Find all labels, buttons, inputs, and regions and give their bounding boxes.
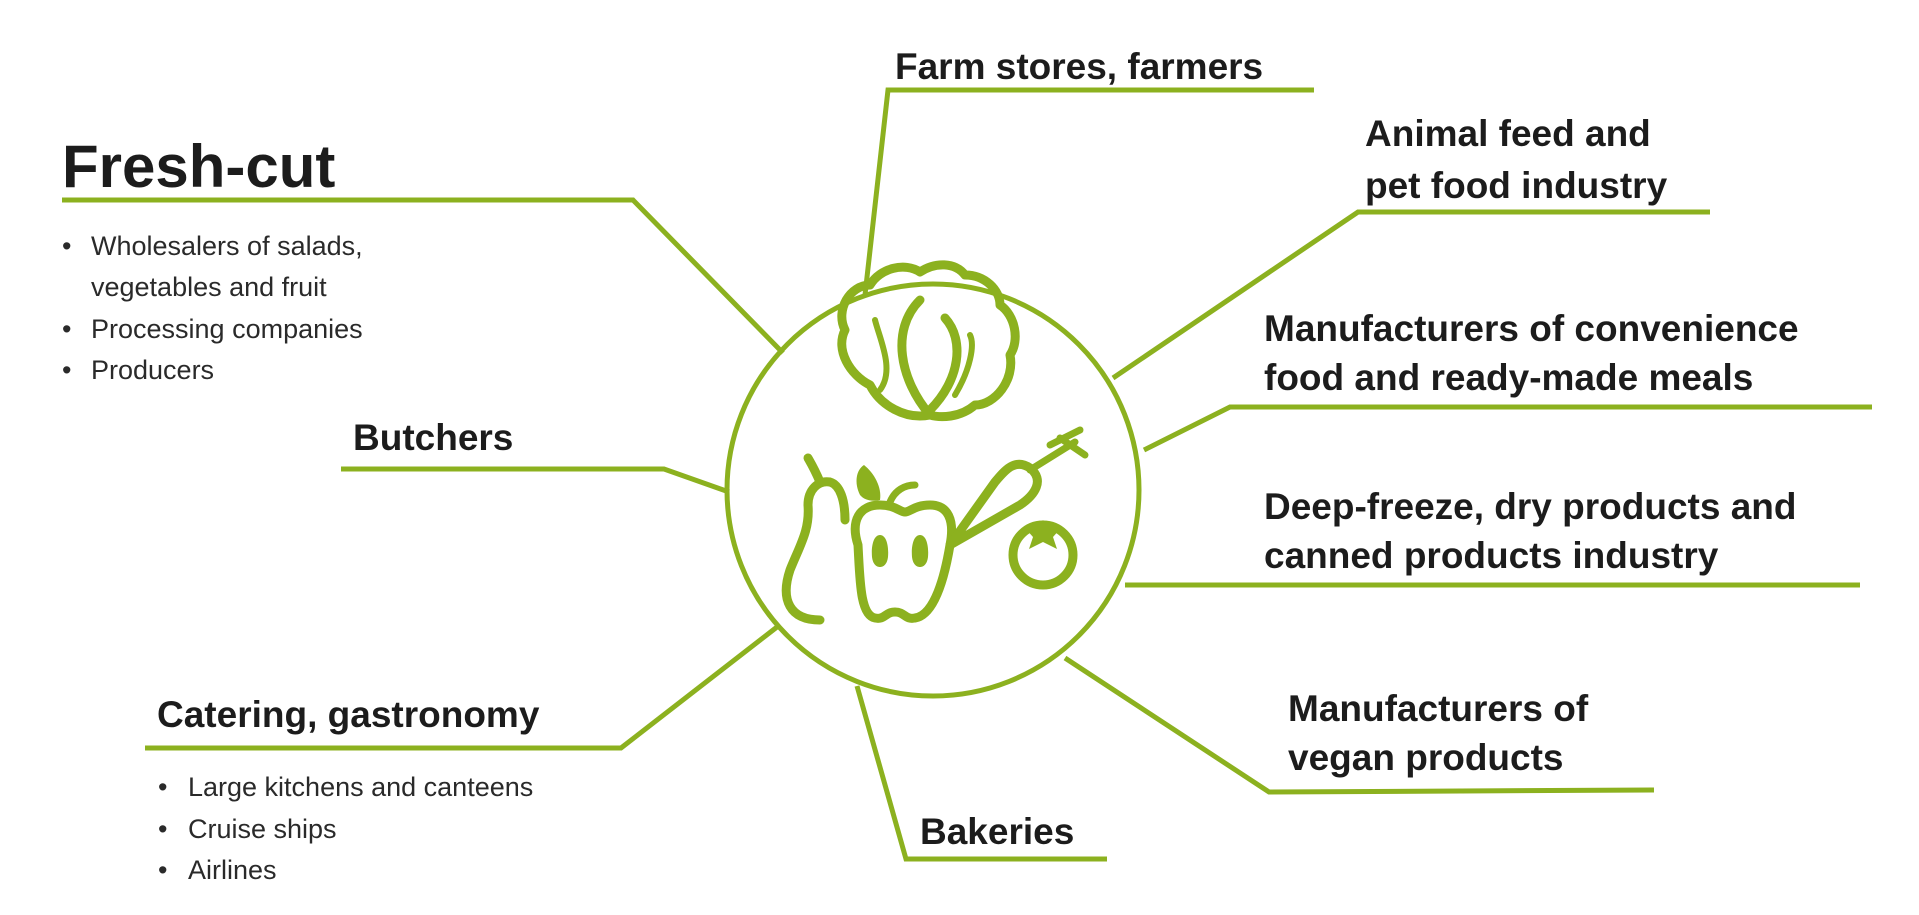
connector-bakeries [854,685,1107,862]
connector-butchers [341,466,730,495]
connector-animal-feed [1111,209,1710,381]
fruit-vegetables-icon [781,260,1089,625]
fresh-cut-title: Fresh-cut [62,133,335,200]
center-circle [724,281,1142,699]
connector-farm [862,87,1314,296]
animal-feed-label-line1: Animal feed and [1365,113,1651,154]
fresh-cut-bullets: • Wholesalers of salads, vegetables and … [62,231,363,385]
animal-feed-label-line2: pet food industry [1365,165,1668,206]
list-item: Large kitchens and canteens [188,772,533,802]
bakeries-label: Bakeries [920,811,1074,852]
bullet-dot: • [158,855,167,885]
butchers-label: Butchers [353,417,513,458]
bullet-dot: • [158,814,167,844]
bullet-dot: • [62,231,71,261]
bullet-dot: • [62,355,71,385]
list-item: vegetables and fruit [91,272,327,302]
farm-stores-label: Farm stores, farmers [895,46,1263,87]
deep-freeze-label-line2: canned products industry [1264,535,1719,576]
list-item: Airlines [188,855,277,885]
deep-freeze-label-line1: Deep-freeze, dry products and [1264,486,1797,527]
list-item: Producers [91,355,214,385]
bullet-dot: • [62,314,71,344]
connector-catering [145,625,779,751]
catering-bullets: • Large kitchens and canteens • Cruise s… [158,772,533,885]
convenience-label-line1: Manufacturers of convenience [1264,308,1799,349]
bullet-dot: • [158,772,167,802]
connector-convenience [1142,404,1872,453]
list-item: Cruise ships [188,814,337,844]
connector-vegan [1063,655,1655,795]
list-item: Wholesalers of salads, [91,231,363,261]
connector-fresh-cut [62,197,785,355]
vegan-label-line2: vegan products [1288,737,1564,778]
catering-label: Catering, gastronomy [157,694,540,735]
convenience-label-line2: food and ready-made meals [1264,357,1753,398]
vegan-label-line1: Manufacturers of [1288,688,1589,729]
list-item: Processing companies [91,314,363,344]
